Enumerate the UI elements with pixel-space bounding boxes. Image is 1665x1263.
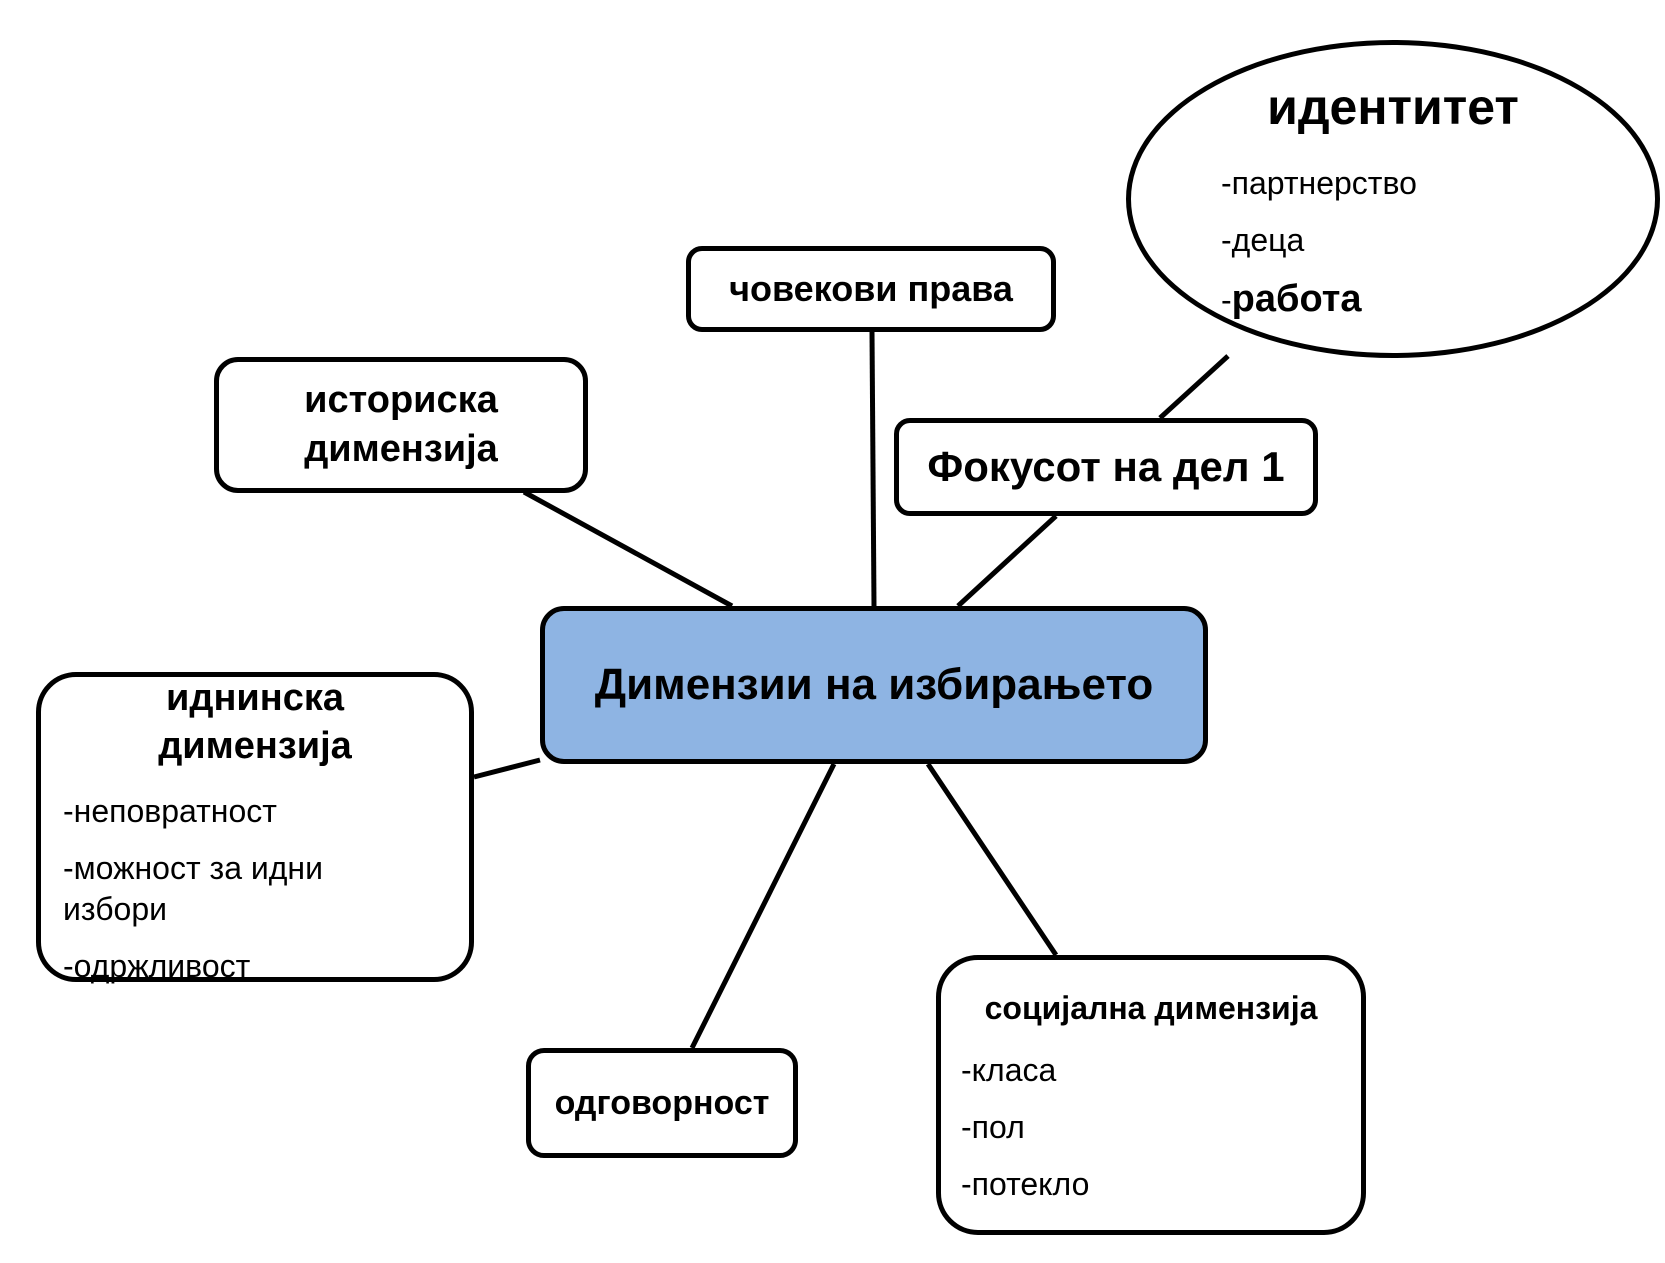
focus-node: Фокусот на дел 1 xyxy=(894,418,1318,516)
responsibility-node: одговорност xyxy=(526,1048,798,1158)
social-node: социјална димензија -класа -пол -потекло xyxy=(936,955,1366,1235)
historical-node: историска димензија xyxy=(214,357,588,493)
focus-label: Фокусот на дел 1 xyxy=(927,443,1285,490)
identity-item-work-dash: - xyxy=(1221,282,1232,318)
identity-item-partnership: -партнерство xyxy=(1221,165,1417,201)
connector-responsibility xyxy=(689,762,837,1050)
social-item-gender: -пол xyxy=(961,1109,1025,1145)
identity-node: идентитет -партнерство -деца -работа xyxy=(1126,40,1660,358)
identity-item-work-word: работа xyxy=(1231,278,1362,320)
social-title: социјална димензија xyxy=(984,990,1318,1026)
social-item-origin: -потекло xyxy=(961,1166,1090,1202)
connector-focus xyxy=(956,514,1058,608)
future-item-choices-cont: избори xyxy=(63,891,167,927)
human-rights-label: човекови права xyxy=(729,268,1013,309)
center-node: Димензии на избирањето xyxy=(540,606,1208,764)
responsibility-label: одговорност xyxy=(554,1083,770,1122)
future-label-line1: иднинска xyxy=(165,677,345,719)
future-item-future-choices: -можност за идни xyxy=(63,850,323,886)
center-node-label: Димензии на избирањето xyxy=(594,660,1154,709)
future-label-line2: димензија xyxy=(158,725,352,767)
identity-title: идентитет xyxy=(1267,79,1519,135)
historical-label-line2: димензија xyxy=(304,428,498,470)
human-rights-node: човекови права xyxy=(686,246,1056,332)
connector-historical xyxy=(522,489,734,609)
identity-item-children: -деца xyxy=(1221,222,1305,258)
connector-future xyxy=(473,757,541,780)
future-item-sustainability: -одржливост xyxy=(63,948,251,984)
historical-label-line1: историска xyxy=(304,379,498,421)
future-node: иднинска димензија -неповратност -можнос… xyxy=(36,672,474,984)
future-item-irreversibility: -неповратност xyxy=(63,793,277,829)
social-item-class: -класа xyxy=(961,1052,1057,1088)
connector-identity xyxy=(1158,354,1230,420)
connector-social xyxy=(925,762,1059,957)
identity-item-work: -работа xyxy=(1221,278,1361,321)
connector-human-rights xyxy=(869,331,877,607)
